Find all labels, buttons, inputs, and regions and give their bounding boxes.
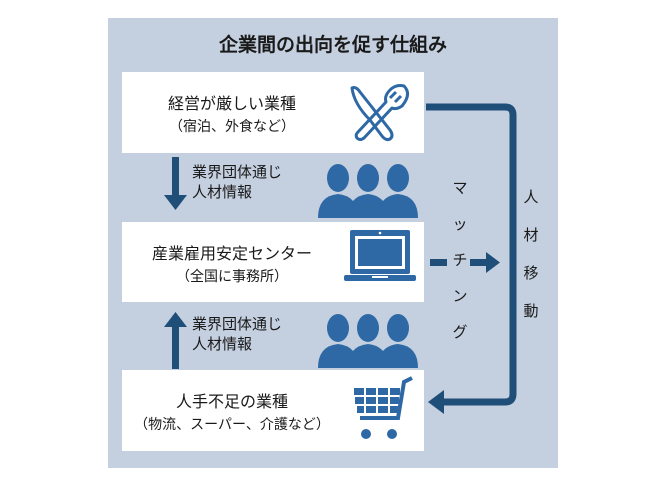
- people-group-icon: [318, 164, 418, 218]
- up-arrowhead: [164, 312, 187, 327]
- box-title: 経営が厳しい業種: [167, 94, 296, 113]
- matching-dash-2: [470, 259, 488, 266]
- char: チ: [452, 251, 468, 269]
- box-title: 産業雇用安定センター: [151, 244, 312, 263]
- char: 動: [523, 302, 539, 320]
- char: ン: [452, 287, 468, 305]
- info-top: 業界団体通じ 人材情報: [192, 162, 282, 202]
- box-title: 人手不足の業種: [175, 392, 288, 411]
- down-arrow-shaft: [172, 157, 179, 197]
- char: グ: [452, 323, 468, 341]
- employment-center-box: 産業雇用安定センター （全国に事務所）: [122, 222, 424, 302]
- matching-arrowhead: [486, 252, 500, 273]
- laptop-icon: [344, 230, 416, 281]
- transfer-arrow: [426, 103, 517, 406]
- info-bottom: 業界団体通じ 人材情報: [192, 314, 282, 354]
- info-line: 業界団体通じ: [192, 315, 283, 333]
- people-group-icon: [318, 314, 418, 368]
- char: 移: [523, 264, 539, 282]
- box-subtitle: （全国に事務所）: [176, 269, 288, 285]
- char: ッ: [452, 215, 468, 233]
- fork-knife-icon: [350, 84, 409, 142]
- box-subtitle: （宿泊、外食など）: [169, 119, 295, 135]
- box-subtitle: （物流、スーパー、介護など）: [134, 417, 330, 433]
- info-line: 業界団体通じ: [192, 163, 283, 181]
- diagram-title: 企業間の出向を促す仕組み: [218, 34, 447, 56]
- transfer-label: 人 材 移 動: [521, 178, 541, 330]
- info-line: 人材情報: [192, 183, 253, 201]
- struggling-industry-box: 経営が厳しい業種 （宿泊、外食など）: [122, 72, 424, 153]
- labor-shortage-box: 人手不足の業種 （物流、スーパー、介護など）: [122, 370, 424, 451]
- matching-dash-1: [430, 259, 447, 266]
- matching-label: マ ッ チ ン グ: [450, 170, 470, 350]
- down-arrowhead: [164, 195, 187, 210]
- char: マ: [452, 179, 468, 197]
- char: 人: [523, 188, 539, 206]
- up-arrow-shaft: [172, 325, 179, 369]
- char: 材: [523, 226, 539, 244]
- info-line: 人材情報: [192, 335, 253, 353]
- shopping-cart-icon: [354, 376, 413, 439]
- transfer-arrowhead: [428, 390, 444, 414]
